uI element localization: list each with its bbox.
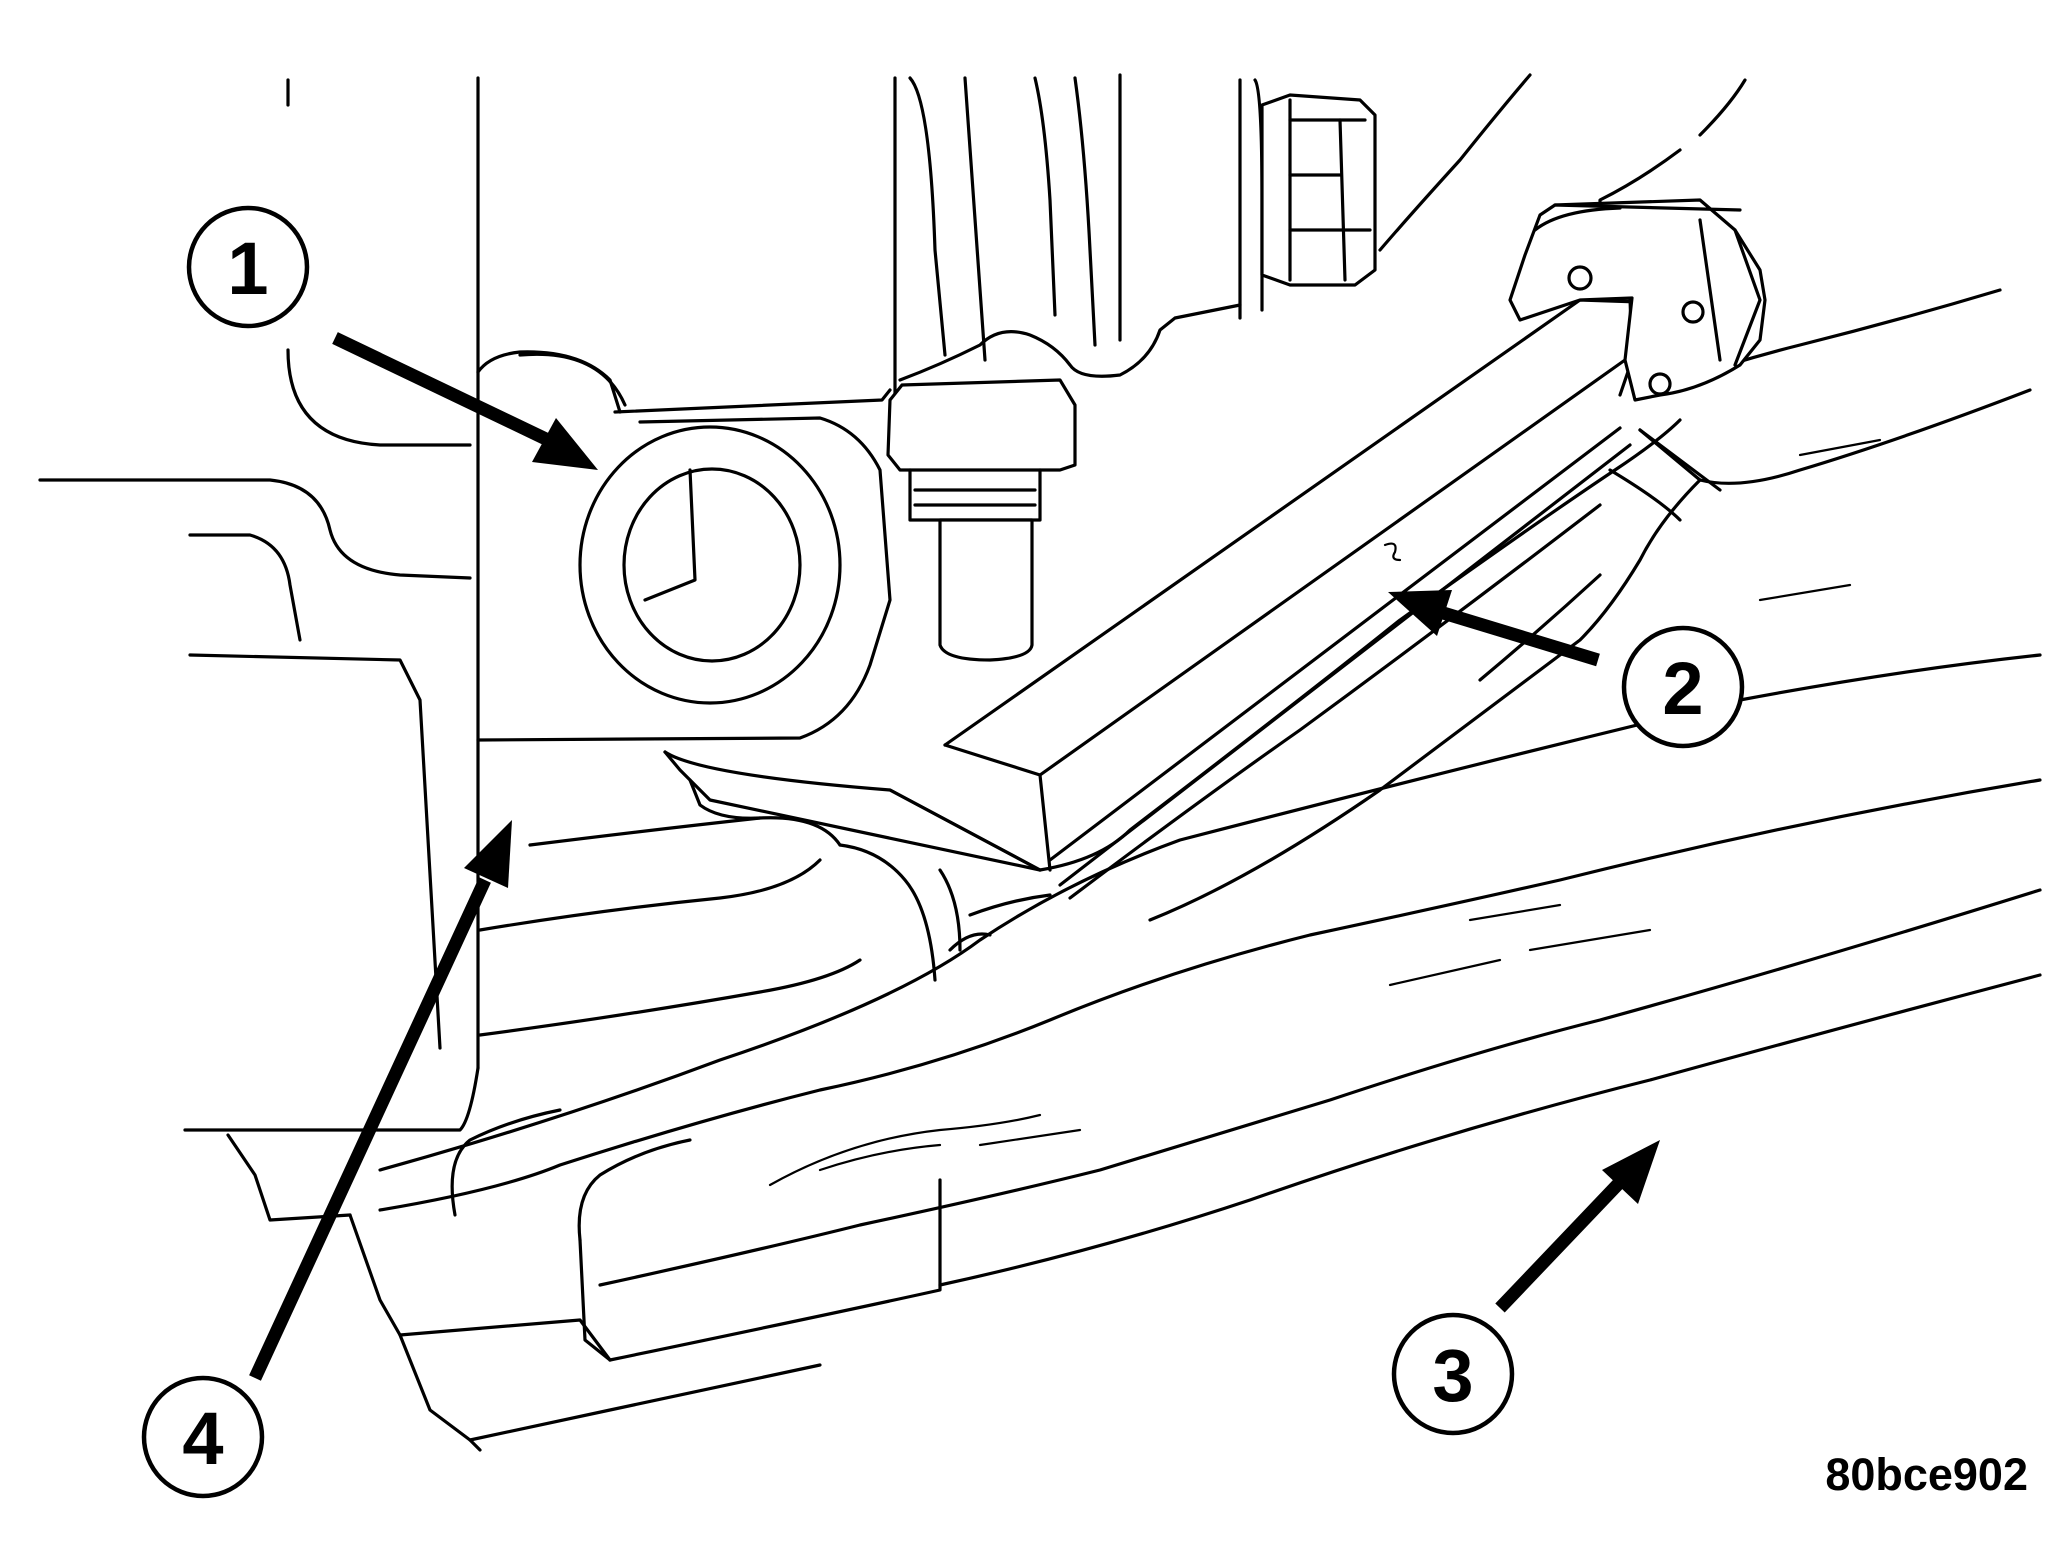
callout-1-label: 1 <box>227 227 268 310</box>
callout-3: 3 <box>1391 1312 1515 1436</box>
callout-1: 1 <box>186 205 310 329</box>
frame-rails <box>348 438 2042 1452</box>
callout-4: 4 <box>141 1375 265 1499</box>
bushing-eye <box>578 425 842 705</box>
arrow-2-head <box>1388 590 1452 636</box>
trailing-arm <box>663 288 2032 922</box>
arrow-4-shaft <box>249 877 491 1381</box>
leader-arrows <box>249 332 1660 1381</box>
pivot-bracket <box>1378 73 1767 402</box>
arrow-1-shaft <box>332 332 551 446</box>
bushing-stack <box>478 778 1052 1037</box>
arrow-3-shaft <box>1495 1175 1627 1313</box>
arrow-2-shaft <box>1438 605 1600 667</box>
callout-4-label: 4 <box>182 1397 223 1480</box>
sensor <box>886 378 1077 662</box>
callout-2: 2 <box>1621 625 1745 749</box>
figure-id-label: 80bce902 <box>1825 1449 2028 1500</box>
callout-3-label: 3 <box>1432 1334 1473 1417</box>
arrow-1-head <box>532 418 598 470</box>
upper-block <box>476 73 1377 742</box>
callout-2-label: 2 <box>1662 647 1703 730</box>
arrow-3-head <box>1602 1140 1660 1204</box>
arrow-4-head <box>464 820 512 888</box>
